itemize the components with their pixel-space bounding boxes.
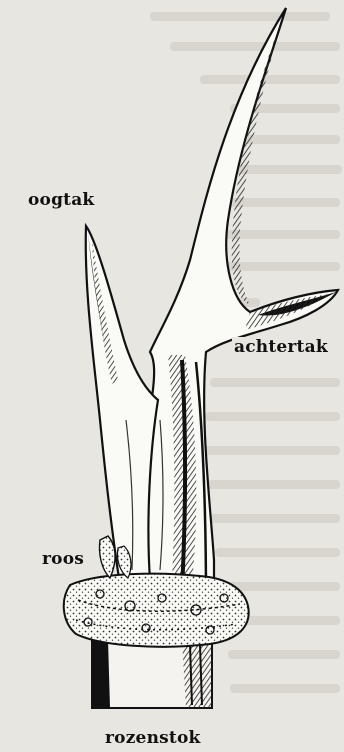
label-oogtak: oogtak <box>26 190 96 210</box>
label-roos: roos <box>40 549 86 569</box>
brow-tine-oogtak <box>86 226 158 585</box>
label-rozenstok: rozenstok <box>103 728 202 748</box>
pedicle-rozenstok <box>92 640 212 708</box>
label-achtertak: achtertak <box>232 337 330 357</box>
main-beam <box>130 8 338 640</box>
